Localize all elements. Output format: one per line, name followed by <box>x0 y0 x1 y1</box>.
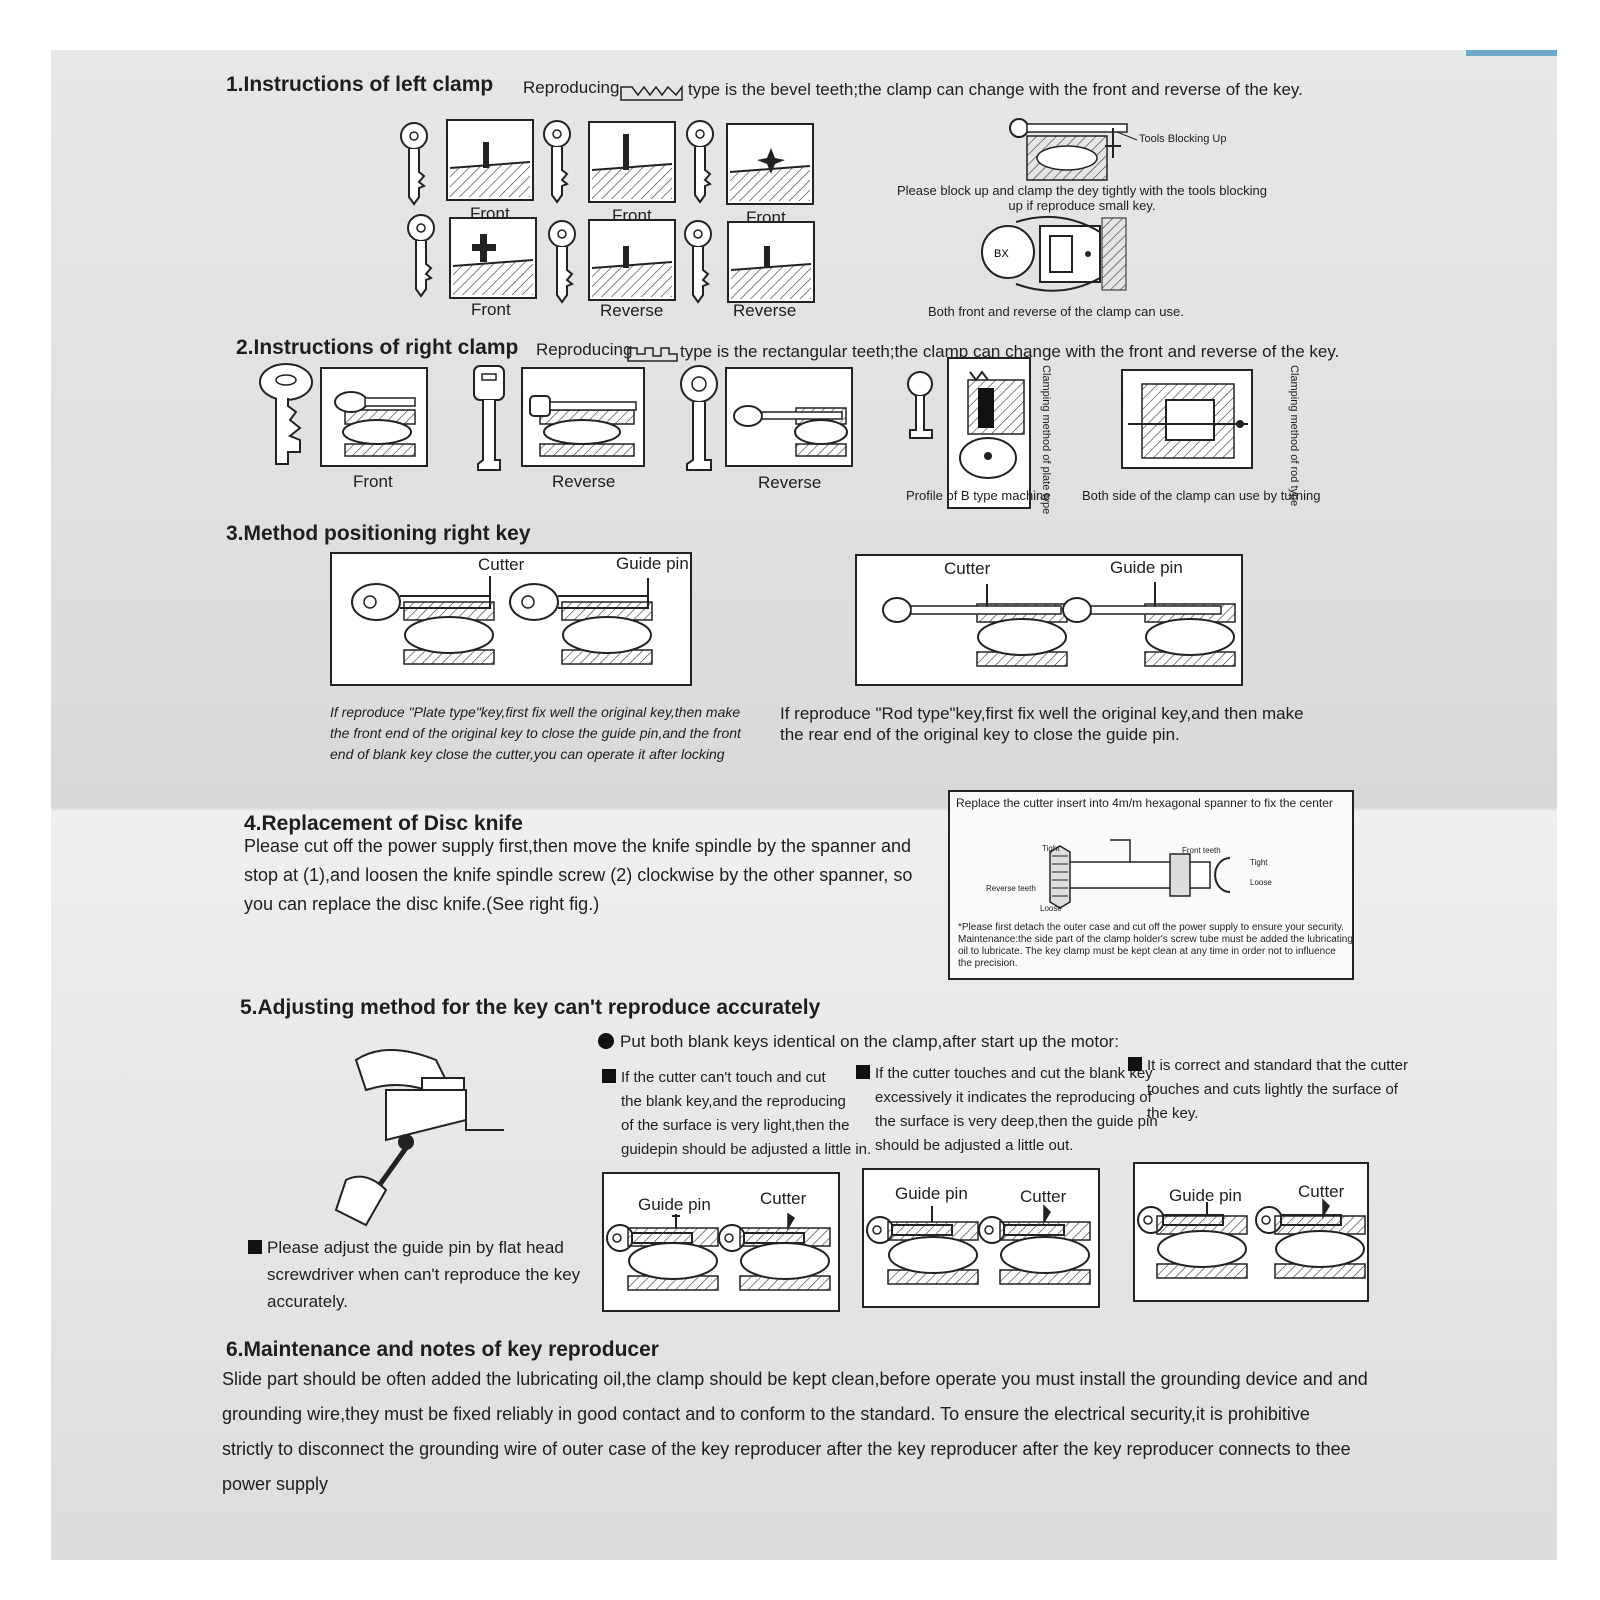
guide-pin-label: Guide pin <box>895 1184 968 1203</box>
section-3-title: 3.Method positioning right key <box>226 522 531 545</box>
figure-label-tight: Tight <box>1042 844 1060 853</box>
tools-blocking-diagram <box>1009 118 1138 181</box>
cutter-label: Cutter <box>1020 1187 1067 1206</box>
clamp-label: Reverse <box>552 472 616 491</box>
guide-pin-label: Guide pin <box>1110 558 1183 577</box>
rod-clamp-diagram <box>1121 369 1253 469</box>
square-bullet-icon <box>856 1065 870 1079</box>
right-clamp-front-diagram <box>320 367 428 467</box>
key-icon <box>907 371 933 439</box>
right-clamp-reverse-diagram <box>521 367 645 467</box>
left-clamp-front-diagram <box>726 123 814 205</box>
figure-label-loose: Loose <box>1250 878 1272 887</box>
guide-pin-label: Guide pin <box>616 554 689 573</box>
right-clamp-reverse-diagram <box>725 367 853 467</box>
section-5-bullet: Put both blank keys identical on the cla… <box>598 1032 1119 1052</box>
disc-knife-figure-note: *Please first detach the outer case and … <box>958 922 1353 969</box>
screwdriver-note: Please adjust the guide pin by flat head… <box>248 1234 580 1315</box>
key-icon <box>473 365 505 471</box>
plate-key-position-diagram <box>330 552 692 686</box>
rod-key-note: If reproduce "Rod type"key,first fix wel… <box>780 704 1304 744</box>
cutter-label: Cutter <box>944 559 991 578</box>
section-1-intro-text: type is the bevel teeth;the clamp can ch… <box>688 80 1303 99</box>
both-clamp-note: Both front and reverse of the clamp can … <box>928 304 1184 319</box>
section-6-title: 6.Maintenance and notes of key reproduce… <box>226 1338 659 1361</box>
b-type-profile-label: Profile of B type machine <box>906 488 1051 503</box>
guide-pin-label: Guide pin <box>1169 1186 1242 1205</box>
figure-label-tight: Tight <box>1250 858 1268 867</box>
section-2-intro-text: type is the rectangular teeth;the clamp … <box>680 342 1340 361</box>
rod-key-position-diagram <box>855 554 1243 686</box>
section-5-title: 5.Adjusting method for the key can't rep… <box>240 996 821 1019</box>
section-1-intro-prefix: Reproducing <box>523 78 620 97</box>
key-icon <box>680 365 718 471</box>
square-bullet-icon <box>1128 1057 1142 1071</box>
clamp-label: Reverse <box>758 473 822 492</box>
key-icon <box>686 120 714 203</box>
cutter-label: Cutter <box>1298 1182 1345 1201</box>
bevel-teeth-icon <box>620 84 683 101</box>
svg-text:BX: BX <box>994 248 1009 260</box>
left-clamp-reverse-diagram <box>588 219 676 301</box>
adjust-diagram-correct <box>1133 1162 1369 1302</box>
case-too-light: If the cutter can't touch and cut the bl… <box>602 1066 871 1162</box>
plate-key-note: If reproduce "Plate type"key,first fix w… <box>330 704 741 762</box>
disc-knife-figure: Replace the cutter insert into 4m/m hexa… <box>948 790 1354 980</box>
blue-edge <box>1466 50 1557 56</box>
figure-label-reverse-teeth: Reverse teeth <box>986 884 1036 893</box>
guide-pin-label: Guide pin <box>638 1195 711 1214</box>
section-1-title: 1.Instructions of left clamp <box>226 73 494 96</box>
left-clamp-front-diagram <box>449 217 537 299</box>
square-bullet-icon <box>248 1240 262 1254</box>
clamp-label: Reverse <box>733 301 797 320</box>
case-too-deep: If the cutter touches and cut the blank … <box>856 1062 1158 1158</box>
tools-blocking-note: Please block up and clamp the dey tightl… <box>897 183 1267 213</box>
square-bullet-icon <box>602 1069 616 1083</box>
clamp-label: Reverse <box>600 301 664 320</box>
figure-label-loose: Loose <box>1040 904 1062 913</box>
key-icon <box>543 120 571 203</box>
left-clamp-front-diagram <box>588 121 676 203</box>
b-type-profile-diagram <box>947 357 1031 509</box>
section-4-body: Please cut off the power supply first,th… <box>244 836 913 914</box>
spindle-diagram <box>1049 839 1231 909</box>
key-icon <box>259 363 313 465</box>
left-clamp-reverse-diagram <box>727 221 815 303</box>
clamp-rotation-diagram: BX <box>981 215 1127 292</box>
section-6-body: Slide part should be often added the lub… <box>222 1369 1368 1494</box>
section-2-intro-prefix: Reproducing <box>536 340 633 359</box>
key-icon <box>548 220 576 303</box>
tools-blocking-label: Tools Blocking Up <box>1139 133 1227 145</box>
key-icon <box>684 220 712 303</box>
section-2-title: 2.Instructions of right clamp <box>236 336 519 359</box>
both-side-label: Both side of the clamp can use by turnin… <box>1082 488 1321 503</box>
clamp-label: Front <box>353 472 393 491</box>
key-icon <box>400 122 428 205</box>
screwdriver-adjust-illustration <box>334 1049 504 1227</box>
vertical-note-rod: Clamping method of rod type <box>1288 365 1300 507</box>
bullet-dot-icon <box>598 1033 614 1049</box>
adjust-diagram-too-light <box>602 1172 840 1312</box>
rectangular-teeth-icon <box>627 347 678 362</box>
section-4-title: 4.Replacement of Disc knife <box>244 812 523 835</box>
key-icon <box>407 214 435 297</box>
left-clamp-front-diagram <box>446 119 534 201</box>
paper-fold <box>51 806 1557 812</box>
case-correct: It is correct and standard that the cutt… <box>1128 1054 1408 1126</box>
cutter-label: Cutter <box>478 555 525 574</box>
adjust-diagram-too-deep <box>862 1168 1100 1308</box>
disc-knife-figure-header: Replace the cutter insert into 4m/m hexa… <box>956 796 1333 810</box>
figure-label-front-teeth: Front teeth <box>1182 846 1221 855</box>
clamp-label: Front <box>471 300 511 319</box>
cutter-label: Cutter <box>760 1189 807 1208</box>
